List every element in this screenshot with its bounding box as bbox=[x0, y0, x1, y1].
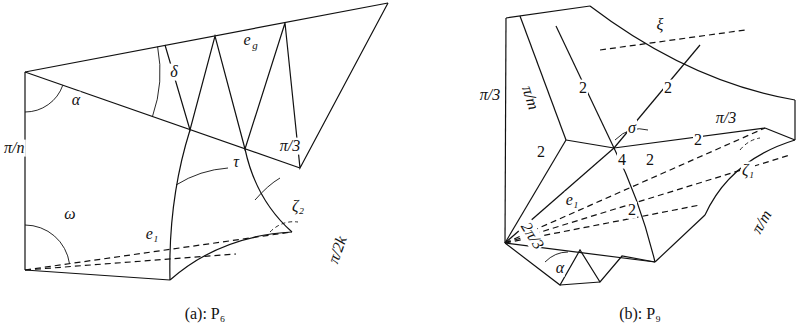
angle-label: π/m bbox=[748, 207, 776, 238]
edge-label: e bbox=[242, 32, 251, 49]
edge-order: 2 bbox=[693, 132, 703, 149]
edge-order: 2 bbox=[536, 144, 546, 161]
angle-label: π/3 bbox=[715, 110, 737, 127]
angle-label: ζ₂ bbox=[291, 198, 305, 215]
angle-label: π/n bbox=[3, 140, 25, 157]
edge-subscript: g bbox=[251, 40, 259, 52]
edge-order: 2 bbox=[645, 152, 655, 169]
polyhedron-p9 bbox=[505, 6, 795, 285]
angle-label: π/3 bbox=[279, 138, 301, 155]
edge-order: 2 bbox=[627, 202, 637, 219]
angle-label: π/3 bbox=[479, 87, 501, 104]
angle-label: δ bbox=[169, 64, 178, 81]
edge-order: 4 bbox=[617, 152, 627, 169]
angle-label: π/2k bbox=[325, 233, 351, 267]
edge-label: e₁ bbox=[145, 226, 160, 243]
angle-label: α bbox=[71, 92, 81, 109]
angle-label: α bbox=[555, 260, 565, 277]
angle-label: τ bbox=[232, 154, 240, 171]
figure-caption: (a): P₆ bbox=[184, 306, 227, 323]
angle-label: ω bbox=[63, 206, 76, 223]
angle-label: σ bbox=[627, 120, 637, 137]
angle-label: ξ bbox=[656, 17, 665, 34]
polyhedron-p6 bbox=[25, 3, 388, 280]
figure-caption: (b): P₉ bbox=[618, 306, 662, 323]
angle-label: ζ₁ bbox=[741, 162, 755, 179]
edge-order: 2 bbox=[663, 80, 673, 97]
edge-order: 2 bbox=[578, 80, 588, 97]
edge-label: e₁ bbox=[565, 192, 580, 209]
edge-label: π/m bbox=[518, 83, 542, 113]
